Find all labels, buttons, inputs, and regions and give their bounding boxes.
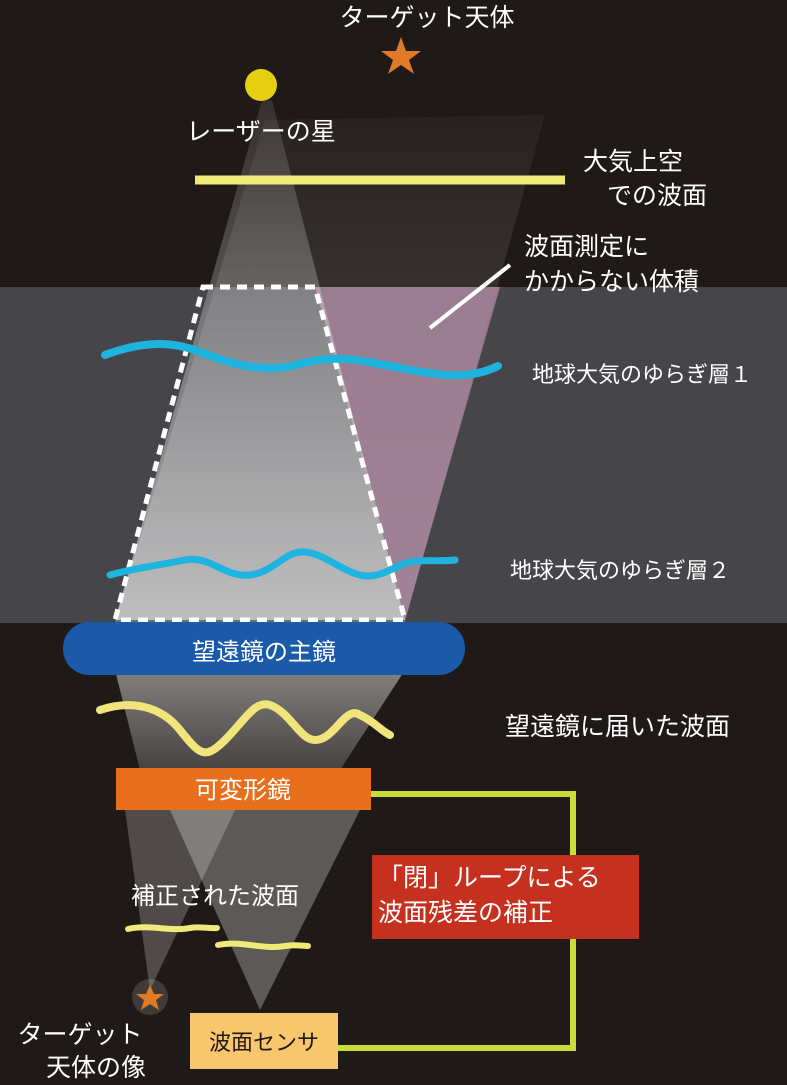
wavefront-at-telescope-label: 望遠鏡に届いた波面: [505, 712, 730, 741]
turbulence-wave-2: [106, 548, 459, 580]
corrected-wavefront-2: [215, 940, 311, 950]
target-image-label-1: ターゲット: [17, 1020, 142, 1049]
primary-mirror: [63, 622, 465, 675]
target-object-label: ターゲット天体: [339, 3, 514, 32]
closed-loop-box: [372, 855, 639, 939]
unmeasured-volume: [315, 287, 500, 620]
upper-wavefront-label-1: 大気上空: [583, 147, 683, 176]
target-image-label-2: 天体の像: [46, 1053, 146, 1082]
beam-to-image: [125, 810, 235, 990]
measured-volume-outline: [111, 284, 409, 623]
laser-star-label: レーザーの星: [186, 117, 336, 146]
turbulence-layer-1-label: 地球大気のゆらぎ層１: [532, 363, 752, 388]
turbulence-layer-2-label: 地球大気のゆらぎ層２: [510, 559, 730, 584]
unmeasured-pointer-line: [428, 263, 512, 330]
unmeasured-label-1: 波面測定に: [524, 232, 649, 261]
laser-beam-cone: [115, 100, 405, 620]
target-star-icon: [381, 37, 421, 74]
corrected-wavefront-1: [125, 924, 220, 933]
primary-mirror-label: 望遠鏡の主鏡: [192, 638, 336, 666]
corrected-wavefront-label: 補正された波面: [131, 882, 299, 910]
wavefront-sensor-label: 波面センサ: [209, 1031, 319, 1056]
closed-loop-label-2: 波面残差の補正: [378, 898, 553, 927]
turbulence-wave-1: [101, 340, 502, 380]
deformable-mirror-label: 可変形鏡: [195, 776, 291, 804]
upper-wavefront-label-2: での波面: [607, 181, 707, 210]
unmeasured-label-2: かからない体積: [524, 267, 699, 296]
deformable-mirror: [116, 768, 371, 810]
target-image-star-icon: [136, 985, 164, 1010]
closed-loop-label-1: 「閉」ループによる: [378, 863, 601, 892]
telescope-wavefront: [96, 700, 394, 757]
laser-star-icon: [245, 69, 277, 101]
beam-to-sensor: [170, 810, 360, 1010]
wavefront-sensor-box: [190, 1013, 338, 1069]
